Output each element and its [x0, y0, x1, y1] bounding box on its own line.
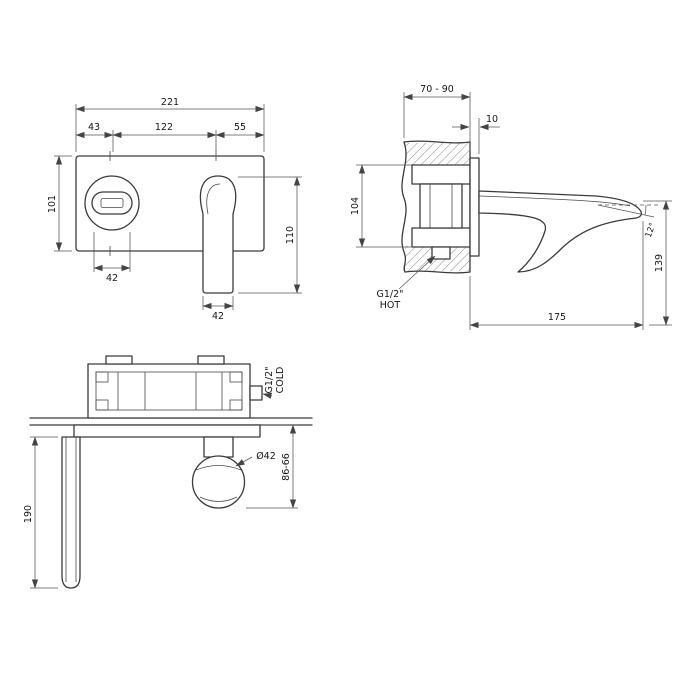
dim-seg-center: 122: [155, 122, 173, 133]
front-handle-lever: [199, 175, 237, 294]
plan-wall-plate: [73, 424, 261, 438]
spout-opening-circle: [84, 175, 140, 231]
plan-view: Ø42 86-66 190 G1/2" COLD: [23, 355, 313, 589]
cold-connection-size: G1/2": [264, 366, 275, 393]
dim-handle-height: 110: [285, 226, 296, 244]
diameter-leader-line: [235, 456, 253, 467]
mounting-bracket: [229, 371, 243, 383]
side-dimensions: 70 - 90 10 104 139 175 G1/2" HOT: [350, 84, 672, 330]
spout-tube-contours: [65, 437, 77, 582]
spout-waterfall-slot: [91, 191, 133, 215]
wall-bottom-edge: [404, 270, 471, 274]
dim-plate-thickness: 10: [486, 114, 498, 125]
mounting-bracket: [95, 399, 109, 411]
built-in-body-top-flange: [411, 164, 471, 185]
waterfall-spout-profile: [478, 190, 643, 273]
plan-handle-knob: [191, 455, 246, 509]
plan-body-detail-lines: [117, 372, 223, 410]
dim-spout-angle: 12°: [644, 222, 659, 240]
angle-slope-line: [597, 204, 655, 218]
wall-break-line: [401, 141, 407, 273]
plan-body-inner: [95, 371, 243, 411]
front-view: 221 43 122 55 101 110 42 42: [47, 97, 302, 322]
handle-knob-arc-bottom: [199, 496, 238, 502]
dim-seg-right: 55: [234, 122, 246, 133]
cold-leader-line: [262, 392, 273, 399]
plan-handle-stem: [203, 436, 234, 458]
hot-inlet-stub: [431, 246, 451, 260]
wall-top-edge: [403, 140, 471, 144]
cold-inlet-stub: [249, 385, 263, 401]
spout-inner-slot: [100, 198, 124, 208]
dim-seg-left: 43: [88, 122, 100, 133]
mounting-bracket: [229, 399, 243, 411]
side-wall-plate: [469, 157, 480, 257]
angle-arc: [644, 204, 647, 216]
front-dimensions: 221 43 122 55 101 110 42 42: [47, 97, 302, 322]
dim-plate-height: 101: [47, 195, 58, 213]
dim-spout-width: 42: [106, 273, 118, 284]
hot-connection-size: G1/2": [376, 289, 403, 300]
handle-detail-line: [206, 183, 221, 215]
dim-handle-width: 42: [212, 311, 224, 322]
dim-spout-length: 190: [23, 505, 34, 523]
dim-body-height: 104: [350, 197, 361, 215]
plan-body-tab: [197, 355, 225, 365]
dim-handle-projection: 86-66: [281, 453, 292, 481]
spout-angle-annotation: 12°: [597, 204, 659, 240]
built-in-body: [419, 183, 463, 229]
cold-connection-label: COLD: [275, 367, 286, 394]
plan-built-in-body: [87, 363, 251, 419]
hot-leader-line: [398, 255, 436, 290]
body-detail-lines: [429, 184, 453, 228]
built-in-body-bottom-flange: [411, 227, 471, 248]
dim-wall-depth: 70 - 90: [420, 84, 454, 95]
dim-spout-projection: 175: [548, 312, 566, 323]
wall-hatch-top: [405, 143, 470, 166]
spout-channel-line: [478, 195, 631, 207]
plan-spout-tube: [61, 436, 81, 589]
dim-overall-height: 139: [654, 254, 665, 272]
dim-handle-diameter: Ø42: [256, 451, 276, 462]
plan-dimensions: Ø42 86-66 190 G1/2" COLD: [23, 366, 298, 589]
dim-total-width: 221: [161, 97, 179, 108]
handle-knob-arc-top: [195, 465, 242, 471]
side-view: 12° 70 - 90 10 104 139 175 G1/2" HOT: [350, 84, 672, 330]
hot-connection-label: HOT: [380, 300, 401, 311]
mounting-bracket: [95, 371, 109, 383]
plan-body-tab: [105, 355, 133, 365]
